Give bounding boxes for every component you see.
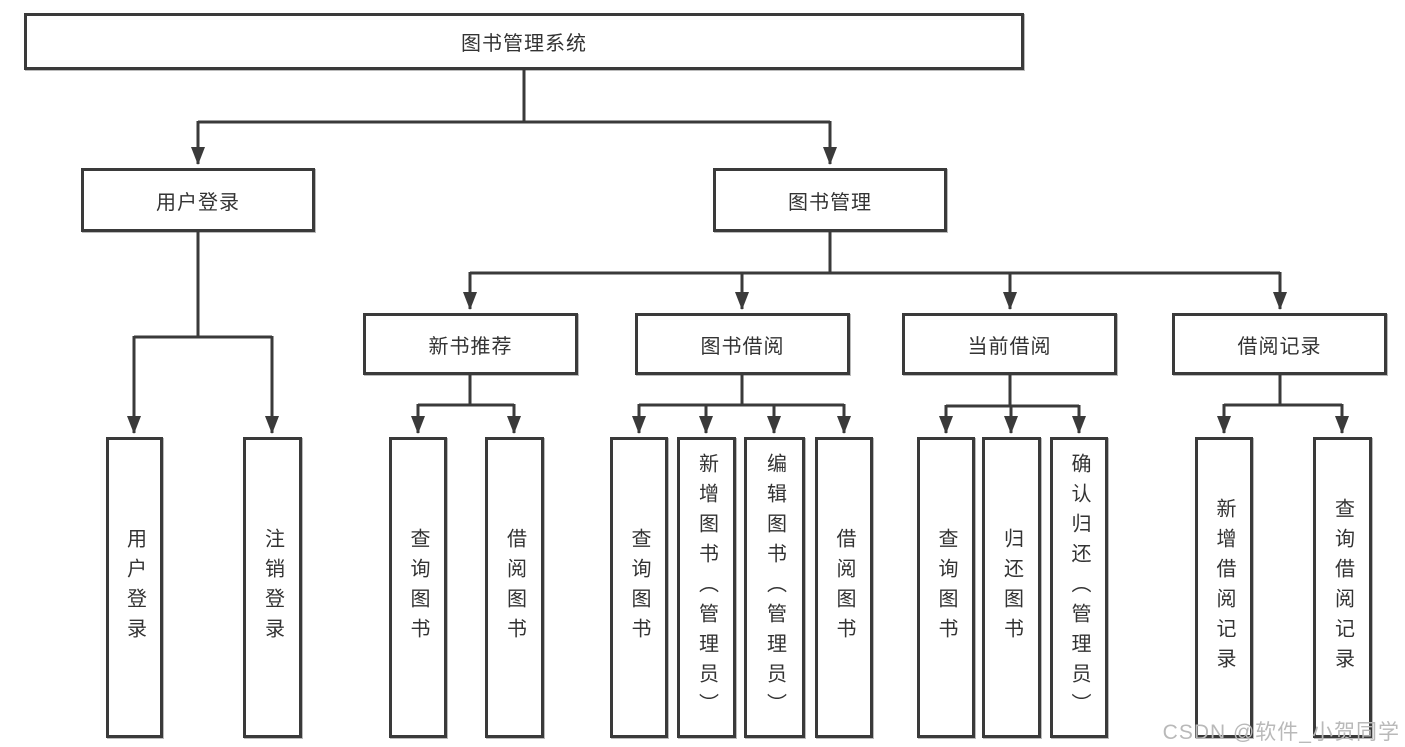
node-label: 新书推荐 bbox=[428, 335, 513, 358]
node-query-borrow-record: 查询借阅记录 bbox=[1313, 437, 1372, 738]
node-label: 查询图书 bbox=[935, 527, 957, 648]
node-query-books-current: 查询图书 bbox=[917, 437, 975, 738]
node-label: 查询图书 bbox=[407, 527, 429, 648]
node-label: 图书管理 bbox=[788, 191, 872, 214]
node-borrow-books-recommend: 借阅图书 bbox=[485, 437, 544, 738]
node-label: 新增借阅记录 bbox=[1213, 497, 1235, 678]
node-label: 借阅图书 bbox=[833, 527, 855, 648]
csdn-watermark: CSDN @软件_小贺同学 bbox=[1162, 721, 1400, 744]
node-library-management-system: 图书管理系统 bbox=[24, 13, 1024, 70]
node-logout-action: 注销登录 bbox=[243, 437, 302, 738]
node-edit-books-admin: 编辑图书（管理员） bbox=[744, 437, 805, 738]
node-label: 借阅图书 bbox=[503, 527, 526, 648]
node-add-borrow-record: 新增借阅记录 bbox=[1195, 437, 1253, 738]
node-label: 用户登录 bbox=[156, 191, 240, 214]
node-current-borrowing: 当前借阅 bbox=[902, 313, 1117, 375]
node-borrowing-records: 借阅记录 bbox=[1172, 313, 1387, 375]
node-label: 查询借阅记录 bbox=[1331, 497, 1354, 678]
node-query-books-recommend: 查询图书 bbox=[389, 437, 447, 738]
node-label: 归还图书 bbox=[1000, 527, 1023, 648]
node-label: 用户登录 bbox=[123, 527, 146, 648]
node-label: 查询图书 bbox=[628, 527, 650, 648]
node-return-books: 归还图书 bbox=[982, 437, 1041, 738]
node-add-books-admin: 新增图书（管理员） bbox=[677, 437, 736, 738]
node-borrow-books-borrowing: 借阅图书 bbox=[815, 437, 873, 738]
node-confirm-return-admin: 确认归还（管理员） bbox=[1050, 437, 1108, 738]
node-label: 新增图书（管理员） bbox=[695, 452, 718, 723]
node-label: 当前借阅 bbox=[967, 335, 1052, 358]
node-user-login-action: 用户登录 bbox=[106, 437, 163, 738]
node-label: 图书借阅 bbox=[700, 335, 785, 358]
node-book-management: 图书管理 bbox=[713, 168, 947, 232]
node-book-borrowing: 图书借阅 bbox=[635, 313, 850, 375]
node-label: 注销登录 bbox=[261, 527, 284, 648]
node-label: 确认归还（管理员） bbox=[1068, 452, 1090, 723]
node-label: 借阅记录 bbox=[1237, 335, 1322, 358]
node-new-book-recommendation: 新书推荐 bbox=[363, 313, 578, 375]
node-label: 图书管理系统 bbox=[461, 33, 587, 55]
node-label: 编辑图书（管理员） bbox=[763, 452, 786, 723]
node-query-books-borrowing: 查询图书 bbox=[610, 437, 668, 738]
node-user-login: 用户登录 bbox=[81, 168, 315, 232]
